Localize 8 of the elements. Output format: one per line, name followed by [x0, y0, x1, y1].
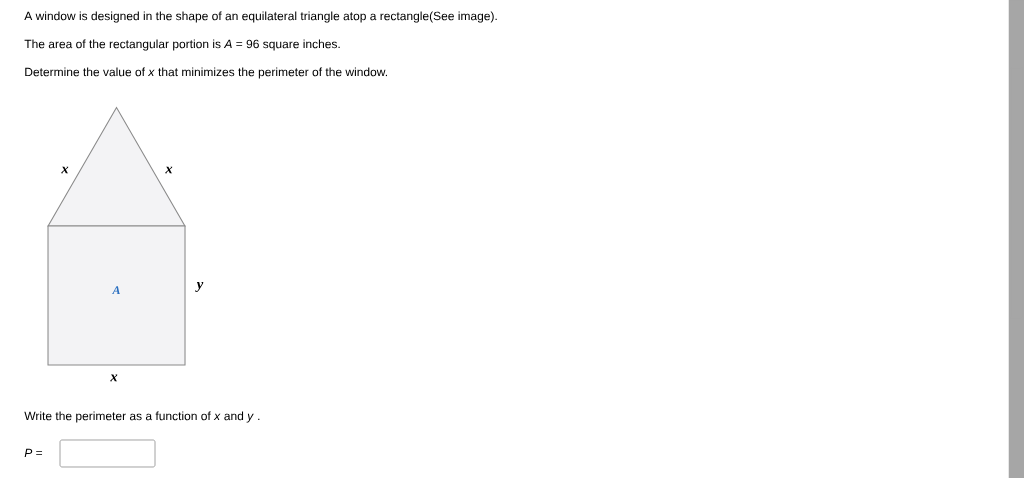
question-text: Determine the value of x that minimizes the perimeter of the window.	[25, 67, 387, 79]
side-label: x	[61, 166, 69, 174]
question-text: A window is designed in the shape of an equilateral triangle atop a rectangle(See image).	[24, 11, 497, 23]
triangle-shape	[47, 106, 186, 227]
question-text: Write the perimeter as a function of x and y .	[24, 411, 260, 423]
answer-prompt: P =	[24, 448, 43, 458]
question-text: The area of the rectangular portion is A = 96 square inches.	[24, 39, 340, 51]
side-label: x	[165, 166, 173, 174]
